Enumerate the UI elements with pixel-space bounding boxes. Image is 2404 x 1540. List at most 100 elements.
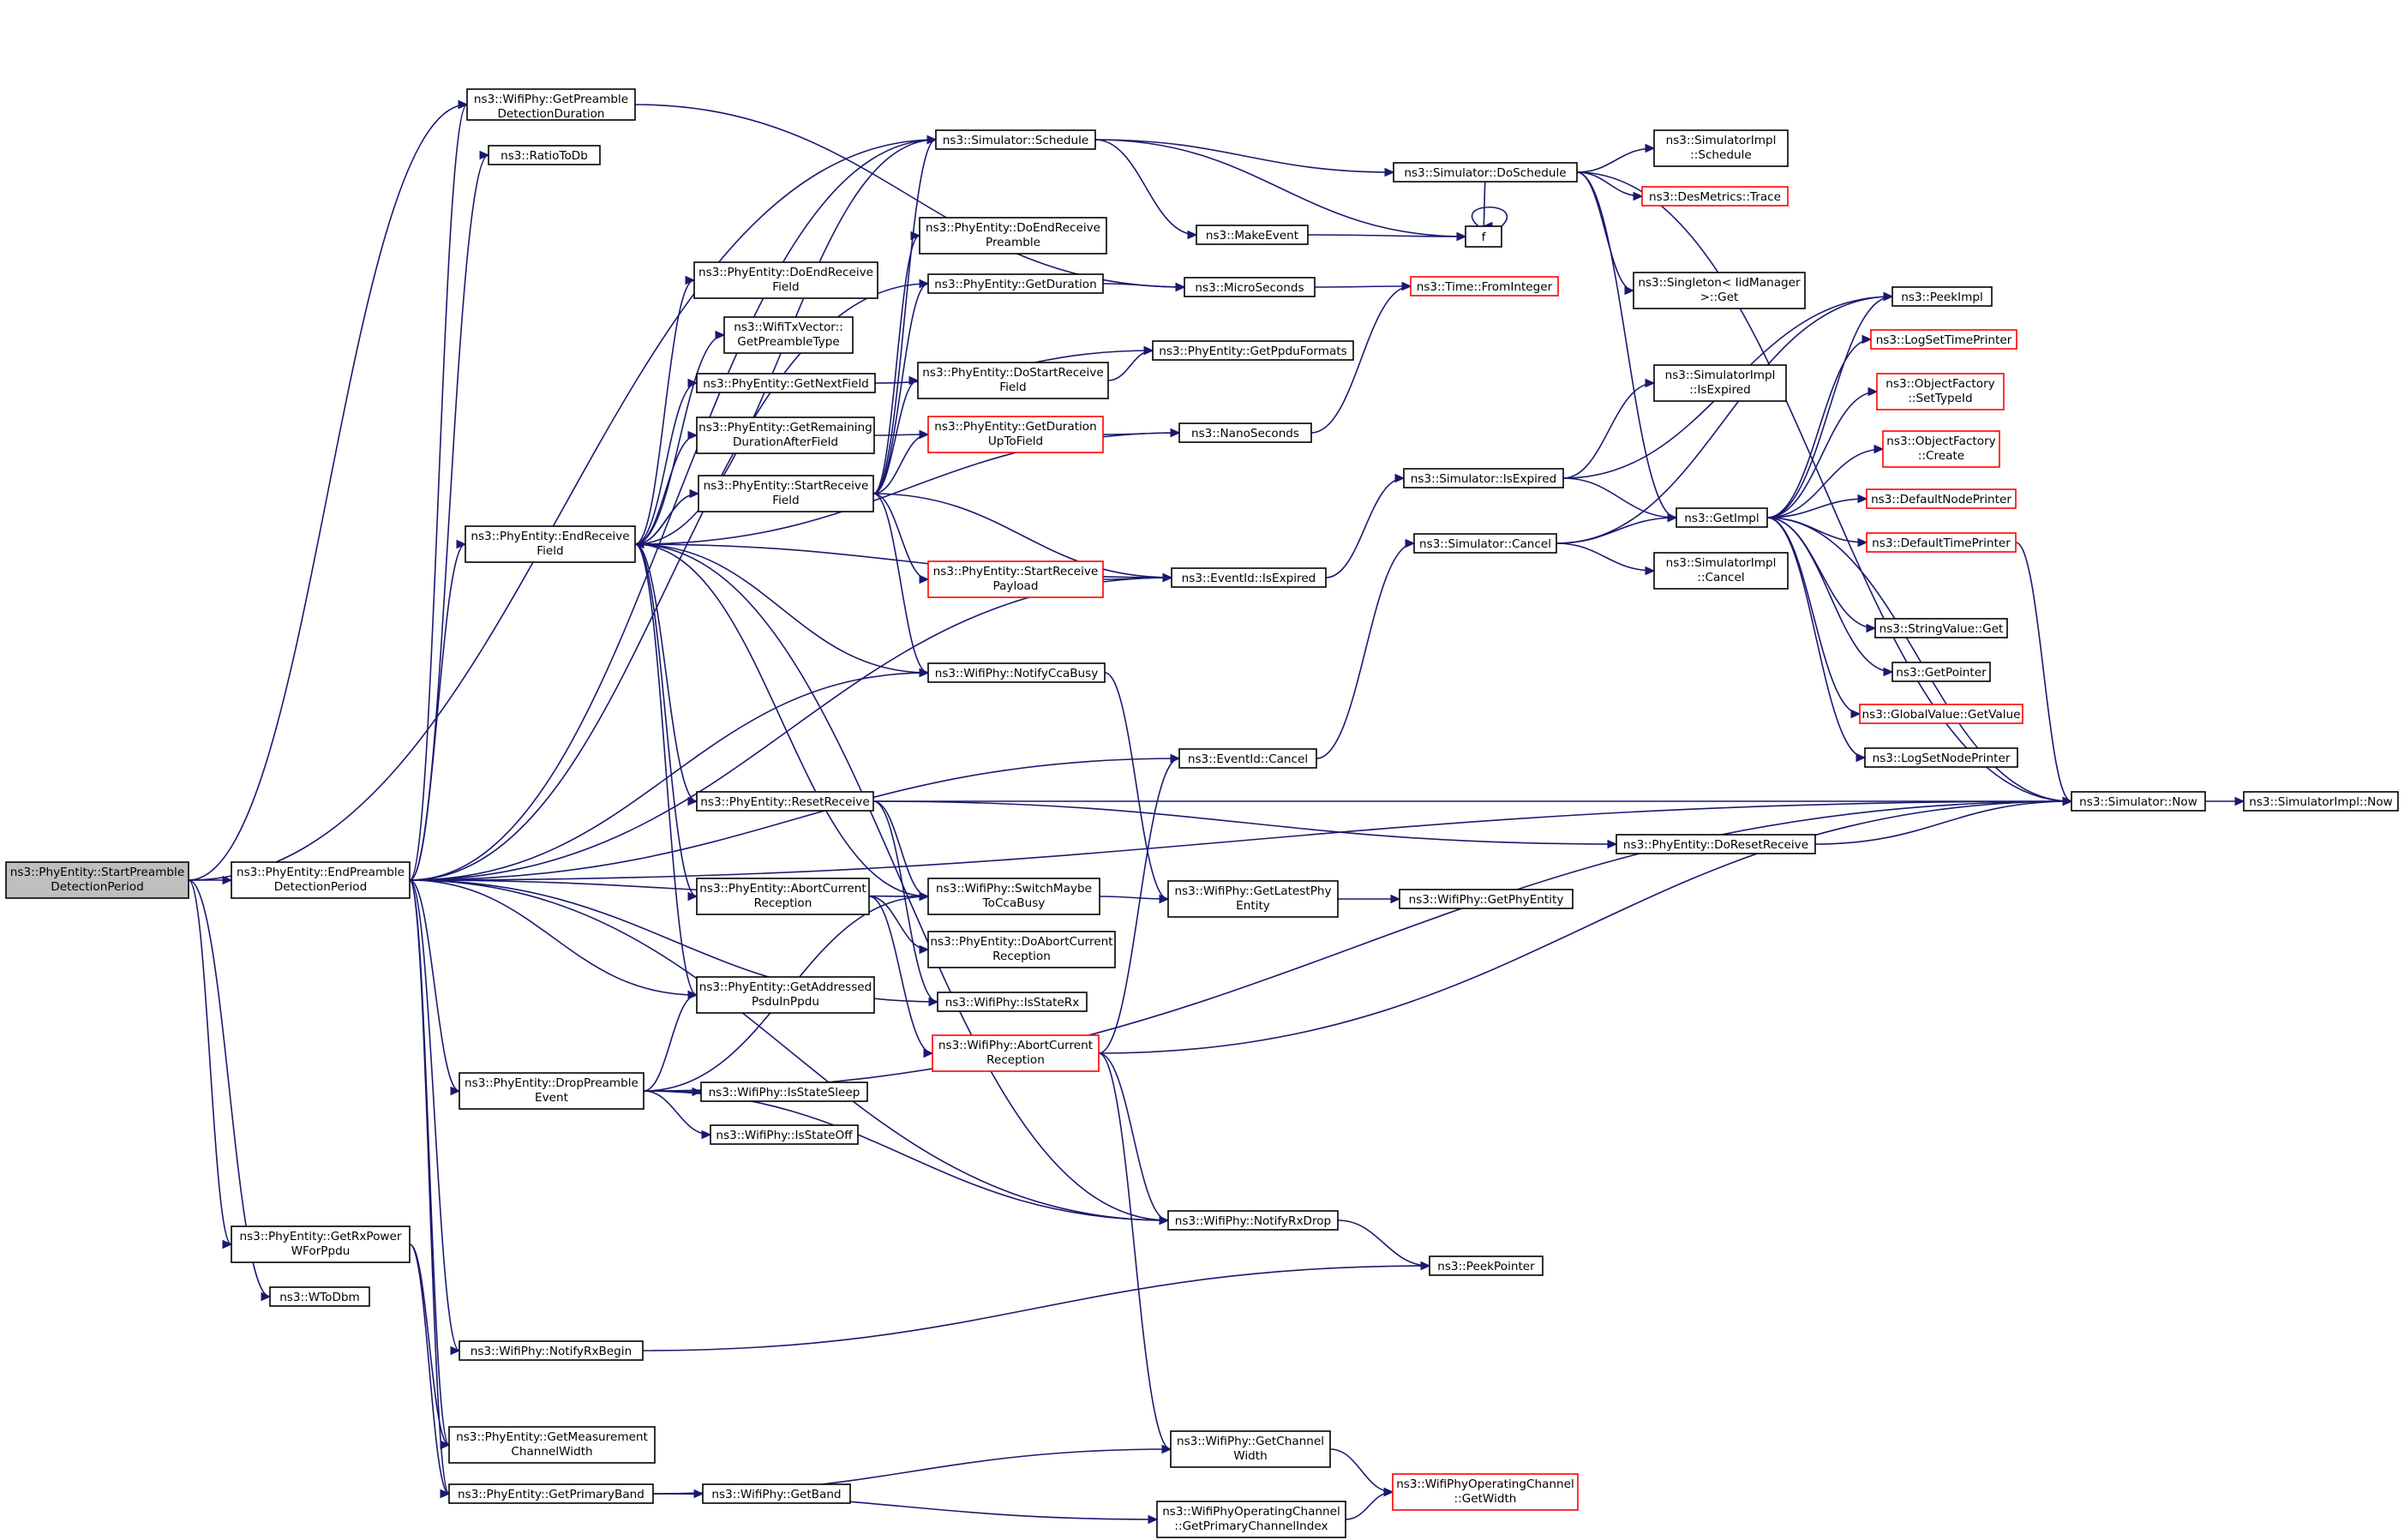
node-label: DetectionPeriod <box>51 880 143 894</box>
node-resetreceive[interactable]: ns3::PhyEntity::ResetReceive <box>696 791 874 812</box>
node-stringvalue[interactable]: ns3::StringValue::Get <box>1874 618 2008 638</box>
node-ratiotodb[interactable]: ns3::RatioToDb <box>488 145 601 165</box>
node-label: ChannelWidth <box>511 1445 592 1459</box>
node-isstatesleep[interactable]: ns3::WifiPhy::IsStateSleep <box>700 1082 868 1102</box>
edge-sim_now-to-simimpl_now <box>2205 796 2245 806</box>
node-simimpl_schedule[interactable]: ns3::SimulatorImpl::Schedule <box>1653 129 1789 167</box>
node-isstateoff[interactable]: ns3::WifiPhy::IsStateOff <box>710 1124 859 1145</box>
edge-startreceivefield-to-schedule <box>872 135 938 494</box>
node-label: ns3::PhyEntity::GetMeasurement <box>456 1430 648 1444</box>
node-sim_now[interactable]: ns3::Simulator::Now <box>2071 791 2206 812</box>
node-start[interactable]: ns3::PhyEntity::StartPreambleDetectionPe… <box>5 861 189 899</box>
node-label: Field <box>537 544 563 558</box>
node-nanoseconds[interactable]: ns3::NanoSeconds <box>1178 422 1312 443</box>
node-label: ns3::Simulator::IsExpired <box>1411 472 1556 486</box>
node-singleton[interactable]: ns3::Singleton< IidManager>::Get <box>1633 272 1806 309</box>
node-getpreamble[interactable]: ns3::WifiPhy::GetPreambleDetectionDurati… <box>466 88 636 121</box>
edge-abortcurrent_wp-to-getchannelwidth <box>1098 1052 1172 1454</box>
edge-droppreamble-to-getaddressed <box>643 990 698 1092</box>
edge-endreceivefield-to-getremaining <box>634 430 698 545</box>
node-defaultnodeprinter[interactable]: ns3::DefaultNodePrinter <box>1866 488 2017 509</box>
node-desmetrics[interactable]: ns3::DesMetrics::Trace <box>1641 186 1789 207</box>
node-objfactory_settype[interactable]: ns3::ObjectFactory::SetTypeId <box>1876 373 2005 410</box>
node-getpointer[interactable]: ns3::GetPointer <box>1891 662 1991 682</box>
node-label: ns3::LogSetNodePrinter <box>1873 752 2011 765</box>
node-label: ns3::WifiTxVector:: <box>734 321 843 334</box>
node-label: f <box>1482 231 1487 244</box>
edge-end-to-endreceivefield <box>409 539 467 881</box>
node-logsettime[interactable]: ns3::LogSetTimePrinter <box>1870 329 2017 350</box>
edge-sim_cancel-to-simimpl_cancel <box>1556 542 1656 576</box>
node-defaulttimeprinter[interactable]: ns3::DefaultTimePrinter <box>1866 532 2017 553</box>
node-microseconds[interactable]: ns3::MicroSeconds <box>1184 277 1316 297</box>
node-getphyentity[interactable]: ns3::WifiPhy::GetPhyEntity <box>1399 889 1574 909</box>
edge-notifyrxbegin-to-peekpointer <box>642 1261 1431 1351</box>
node-getimpl[interactable]: ns3::GetImpl <box>1676 507 1768 528</box>
node-sim_cancel[interactable]: ns3::Simulator::Cancel <box>1413 533 1557 554</box>
node-eventid_isexpired[interactable]: ns3::EventId::IsExpired <box>1171 567 1327 588</box>
node-globalvalue[interactable]: ns3::GlobalValue::GetValue <box>1859 704 2023 724</box>
node-simimpl_cancel[interactable]: ns3::SimulatorImpl::Cancel <box>1653 552 1789 590</box>
node-notifyrxbegin[interactable]: ns3::WifiPhy::NotifyRxBegin <box>459 1340 644 1361</box>
node-getduration[interactable]: ns3::PhyEntity::GetDuration <box>927 273 1104 294</box>
node-getnextfield[interactable]: ns3::PhyEntity::GetNextField <box>696 373 876 393</box>
node-opchan_primaryidx[interactable]: ns3::WifiPhyOperatingChannel::GetPrimary… <box>1156 1501 1346 1538</box>
node-eventid_cancel[interactable]: ns3::EventId::Cancel <box>1178 748 1317 769</box>
node-getppduformats[interactable]: ns3::PhyEntity::GetPpduFormats <box>1152 340 1354 361</box>
node-txvector[interactable]: ns3::WifiTxVector::GetPreambleType <box>723 316 854 354</box>
node-schedule[interactable]: ns3::Simulator::Schedule <box>935 129 1096 150</box>
node-f[interactable]: f <box>1465 225 1502 248</box>
node-label: ns3::PhyEntity::DoEndReceive <box>698 266 873 279</box>
node-objfactory_create[interactable]: ns3::ObjectFactory::Create <box>1882 430 2000 468</box>
node-simimpl_now[interactable]: ns3::SimulatorImpl::Now <box>2243 791 2399 812</box>
node-getmeasurement[interactable]: ns3::PhyEntity::GetMeasurementChannelWid… <box>448 1426 656 1464</box>
node-label: ns3::GetImpl <box>1684 512 1759 525</box>
node-peekpointer[interactable]: ns3::PeekPointer <box>1429 1255 1544 1276</box>
node-doschedule[interactable]: ns3::Simulator::DoSchedule <box>1393 162 1578 183</box>
node-simimpl_isexpired[interactable]: ns3::SimulatorImpl::IsExpired <box>1653 364 1787 402</box>
edge-end-to-droppreamble <box>409 879 461 1096</box>
node-label: ns3::Simulator::DoSchedule <box>1404 166 1566 180</box>
node-getband[interactable]: ns3::WifiPhy::GetBand <box>702 1483 851 1504</box>
node-fromint[interactable]: ns3::Time::FromInteger <box>1410 276 1559 297</box>
node-doresetreceive[interactable]: ns3::PhyEntity::DoResetReceive <box>1616 834 1816 854</box>
edge-schedule-to-makeevent <box>1094 139 1198 240</box>
node-notifyrxdrop[interactable]: ns3::WifiPhy::NotifyRxDrop <box>1167 1210 1339 1231</box>
node-label: ns3::Simulator::Schedule <box>943 134 1089 147</box>
edge-getimpl-to-peekimpl <box>1766 291 1894 518</box>
node-label: ns3::WifiPhy::IsStateOff <box>716 1129 853 1142</box>
node-opchan_getwidth[interactable]: ns3::WifiPhyOperatingChannel::GetWidth <box>1392 1473 1579 1511</box>
node-getprimaryband[interactable]: ns3::PhyEntity::GetPrimaryBand <box>448 1483 654 1504</box>
node-label: ns3::GlobalValue::GetValue <box>1862 708 2021 722</box>
node-sim_isexpired[interactable]: ns3::Simulator::IsExpired <box>1403 468 1564 488</box>
edge-resetreceive-to-switchmaybe <box>872 800 930 902</box>
node-isstaterx[interactable]: ns3::WifiPhy::IsStateRx <box>937 992 1088 1012</box>
edge-getimpl-to-objfactory_create <box>1766 444 1885 518</box>
node-notifyccabusy[interactable]: ns3::WifiPhy::NotifyCcaBusy <box>927 662 1106 683</box>
node-makeevent[interactable]: ns3::MakeEvent <box>1196 225 1309 245</box>
node-label: Reception <box>992 950 1051 963</box>
edge-eventid_cancel-to-sim_cancel <box>1316 538 1416 759</box>
node-getremaining[interactable]: ns3::PhyEntity::GetRemainingDurationAfte… <box>696 416 875 454</box>
node-peekimpl[interactable]: ns3::PeekImpl <box>1891 286 1993 307</box>
node-logsetnode[interactable]: ns3::LogSetNodePrinter <box>1864 747 2018 768</box>
node-wtodbm[interactable]: ns3::WToDbm <box>269 1286 370 1307</box>
edge-endreceivefield-to-abortcurrent_pe <box>634 543 698 902</box>
node-end[interactable]: ns3::PhyEntity::EndPreambleDetectionPeri… <box>231 861 411 899</box>
